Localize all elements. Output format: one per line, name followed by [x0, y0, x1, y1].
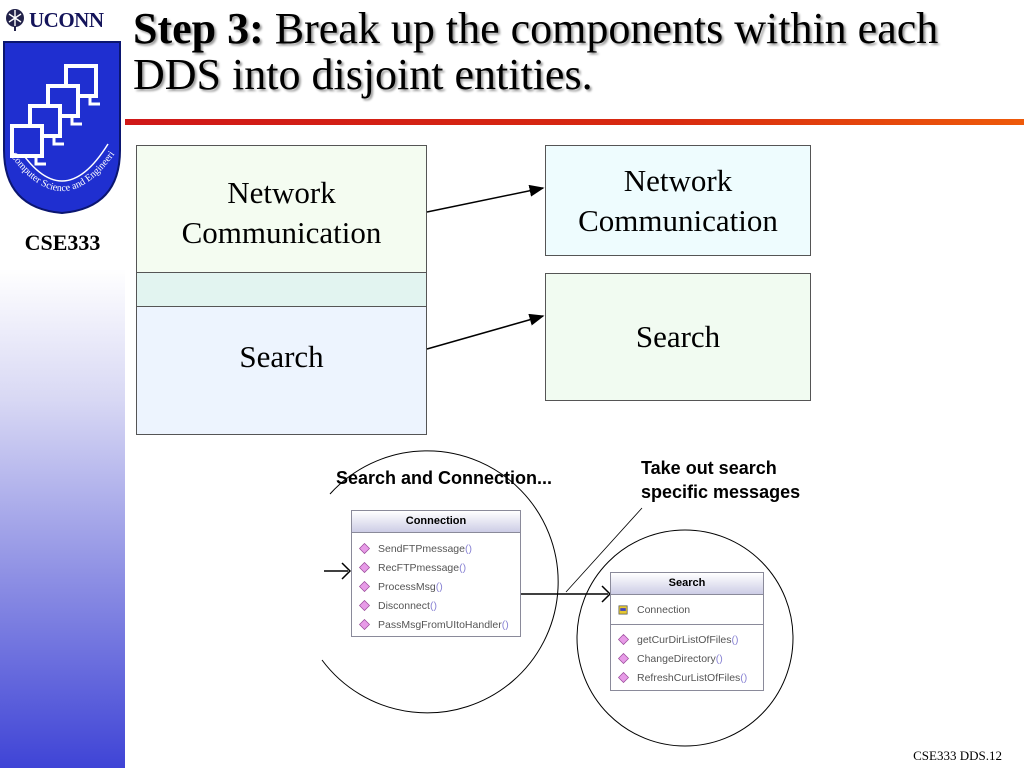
connection-method-parens: () — [459, 561, 467, 574]
search-method-name: RefreshCurListOfFiles — [637, 671, 741, 684]
connection-circle — [321, 450, 559, 714]
oak-leaf-icon — [6, 9, 24, 31]
connection-class: Connection SendFTPmessage()RecFTPmessage… — [351, 510, 521, 637]
connection-method-parens: () — [429, 599, 437, 612]
arrow-network — [426, 184, 545, 213]
right-search-box: Search — [545, 273, 811, 401]
search-circle — [576, 529, 794, 747]
connection-method-name: ProcessMsg — [378, 580, 436, 593]
search-method-name: ChangeDirectory — [637, 652, 716, 665]
connection-class-name: Connection — [352, 511, 520, 533]
method-diamond-icon — [618, 634, 629, 645]
course-label: CSE333 — [24, 230, 101, 255]
connection-method-name: PassMsgFromUItoHandler — [378, 618, 502, 631]
search-attribute-label: Connection — [637, 603, 691, 616]
method-diamond-icon — [359, 600, 370, 611]
input-arrow-head — [341, 562, 352, 580]
slide-title: Step 3: Break up the components within e… — [133, 6, 1013, 98]
attribute-icon — [618, 605, 628, 615]
cse-seal-logo: Computer Science and Engineering — [2, 40, 121, 215]
circle-label: Search and Connection... — [336, 468, 553, 488]
connection-method-row: PassMsgFromUItoHandler() — [352, 615, 520, 634]
uconn-logo-text: UCONN — [29, 7, 104, 32]
connection-method-name: Disconnect — [378, 599, 430, 612]
search-method-parens: () — [731, 633, 739, 646]
right-network-label: Network Communication — [578, 162, 778, 238]
slide-title-text: Break up the components within each DDS … — [133, 4, 939, 99]
connection-method-parens: () — [501, 618, 509, 631]
search-class-name: Search — [611, 573, 763, 595]
search-method-parens: () — [715, 652, 723, 665]
connection-method-row: Disconnect() — [352, 596, 520, 615]
search-method-list: getCurDirListOfFiles()ChangeDirectory()R… — [611, 630, 763, 687]
method-diamond-icon — [359, 619, 370, 630]
connection-method-parens: () — [464, 542, 472, 555]
annotation-pointer — [565, 507, 643, 593]
connection-method-name: RecFTPmessage — [378, 561, 460, 574]
search-method-row: RefreshCurListOfFiles() — [611, 668, 763, 687]
connection-method-list: SendFTPmessage()RecFTPmessage()ProcessMs… — [352, 539, 520, 634]
search-method-parens: () — [740, 671, 748, 684]
search-method-row: ChangeDirectory() — [611, 649, 763, 668]
search-method-name: getCurDirListOfFiles — [637, 633, 732, 646]
title-rule — [125, 119, 1024, 125]
slide-title-step: Step 3: — [133, 4, 264, 53]
method-diamond-icon — [359, 543, 370, 554]
left-network-box: Network Communication — [136, 145, 427, 274]
left-network-label: Network Communication — [181, 174, 382, 250]
search-class-separator — [611, 624, 763, 630]
connection-method-row: RecFTPmessage() — [352, 558, 520, 577]
method-diamond-icon — [618, 653, 629, 664]
left-search-box: Search — [136, 306, 427, 435]
connection-method-row: ProcessMsg() — [352, 577, 520, 596]
slide-footer: CSE333 DDS.12 — [913, 748, 1002, 763]
right-network-box: Network Communication — [545, 145, 811, 256]
method-diamond-icon — [618, 672, 629, 683]
connection-method-parens: () — [435, 580, 443, 593]
arrow-search — [426, 313, 545, 350]
left-search-label: Search — [239, 339, 324, 374]
search-class: Search Connection getCurDirListOfFiles()… — [610, 572, 764, 691]
uconn-logo: UCONN — [4, 6, 122, 34]
annotation-text: Take out search specific messages — [641, 458, 801, 502]
search-attribute-row: Connection — [611, 600, 763, 619]
search-method-row: getCurDirListOfFiles() — [611, 630, 763, 649]
connection-method-row: SendFTPmessage() — [352, 539, 520, 558]
method-diamond-icon — [359, 581, 370, 592]
sidebar: UCONN Computer Science and Engineering C… — [0, 0, 125, 768]
right-search-label: Search — [635, 319, 721, 354]
method-diamond-icon — [359, 562, 370, 573]
connection-method-name: SendFTPmessage — [378, 542, 465, 555]
